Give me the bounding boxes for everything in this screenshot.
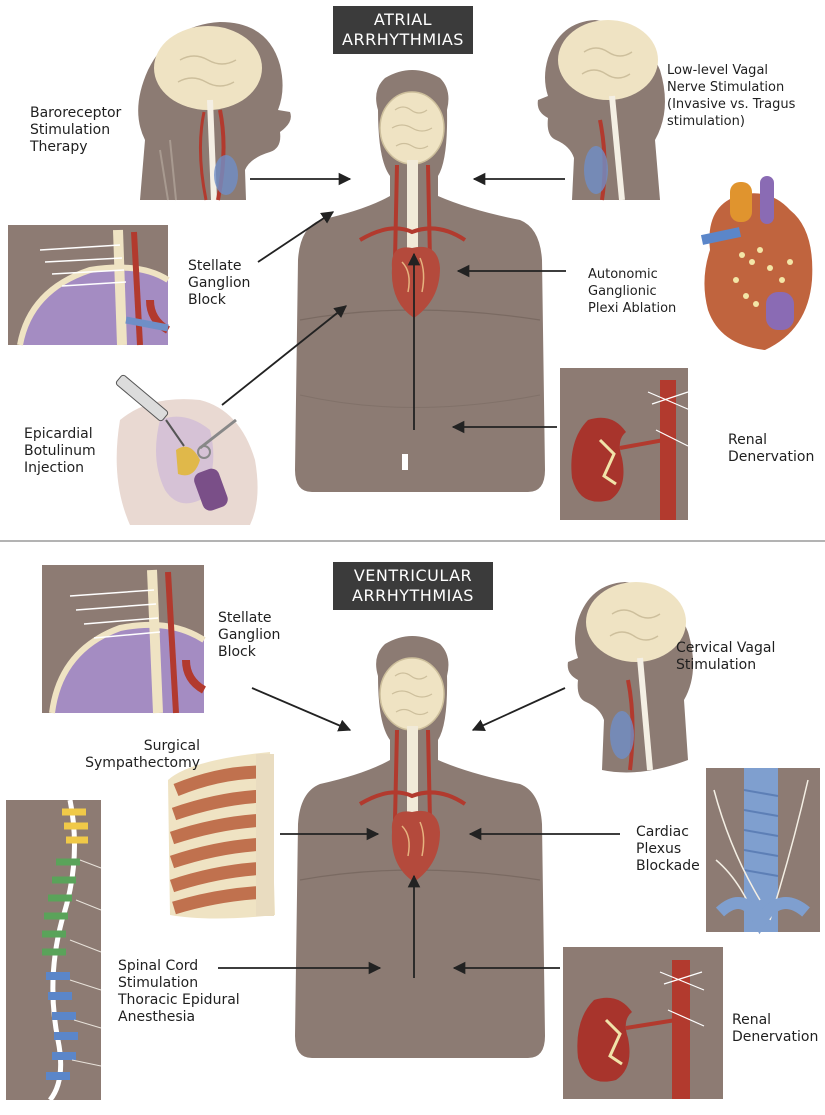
label-line: Plexi Ablation xyxy=(588,300,676,317)
label-line: Denervation xyxy=(732,1029,818,1046)
sympathectomy-ribs-illustration xyxy=(168,752,275,919)
label-line: Surgical xyxy=(120,738,200,755)
label-line: Stellate xyxy=(188,258,250,275)
label-line: Epicardial xyxy=(24,426,96,443)
label-line: Stellate xyxy=(218,610,280,627)
label-stellate-ventricular: Stellate Ganglion Block xyxy=(218,610,280,661)
label-line: Block xyxy=(218,644,280,661)
label-spinal: Spinal Cord Stimulation Thoracic Epidura… xyxy=(118,958,240,1026)
arrow-stellate-v xyxy=(252,688,350,730)
label-line: Cervical Vagal xyxy=(676,640,775,657)
baroreceptor-head-illustration xyxy=(138,22,291,200)
renal-panel-ventricular xyxy=(563,947,723,1099)
label-line: Baroreceptor xyxy=(30,105,121,122)
label-line: Renal xyxy=(728,432,814,449)
label-line: Ganglionic xyxy=(588,283,676,300)
label-line: (Invasive vs. Tragus xyxy=(667,96,795,113)
renal-panel-atrial xyxy=(560,368,690,520)
label-line: Ganglion xyxy=(218,627,280,644)
label-line: Ganglion xyxy=(188,275,250,292)
ganglionic-plexi-heart-illustration xyxy=(702,176,812,350)
cervical-vagal-head-illustration xyxy=(568,582,693,772)
label-sympathectomy: Surgical Sympathectomy xyxy=(120,738,200,772)
label-cardiac-plexus: Cardiac Plexus Blockade xyxy=(636,824,700,875)
cardiac-plexus-panel xyxy=(706,768,820,932)
label-line: Renal xyxy=(732,1012,818,1029)
label-line: Injection xyxy=(24,460,96,477)
label-line: Cardiac xyxy=(636,824,700,841)
label-baroreceptor: Baroreceptor Stimulation Therapy xyxy=(30,105,121,156)
label-vagal: Low-level Vagal Nerve Stimulation (Invas… xyxy=(667,62,795,130)
label-line: Sympathectomy xyxy=(80,755,200,772)
ventricular-title-line-2: ARRHYTHMIAS xyxy=(333,586,493,606)
label-line: Thoracic Epidural xyxy=(118,992,240,1009)
label-autonomic: Autonomic Ganglionic Plexi Ablation xyxy=(588,266,676,317)
label-line: Denervation xyxy=(728,449,814,466)
label-line: Plexus xyxy=(636,841,700,858)
label-line: Low-level Vagal xyxy=(667,62,795,79)
label-line: Autonomic xyxy=(588,266,676,283)
label-line: Botulinum xyxy=(24,443,96,460)
atrial-title: ATRIAL ARRHYTHMIAS xyxy=(333,6,473,54)
label-line: Stimulation xyxy=(118,975,240,992)
stellate-panel-atrial xyxy=(8,225,168,345)
stellate-panel-ventricular xyxy=(42,565,204,713)
atrial-title-line-2: ARRHYTHMIAS xyxy=(333,30,473,50)
label-renal-ventricular: Renal Denervation xyxy=(732,1012,818,1046)
ventricular-title: VENTRICULAR ARRHYTHMIAS xyxy=(333,562,493,610)
label-line: Blockade xyxy=(636,858,700,875)
label-line: Nerve Stimulation xyxy=(667,79,795,96)
atrial-title-line-1: ATRIAL xyxy=(333,10,473,30)
arrow-cervical xyxy=(473,688,565,730)
spinal-cord-illustration xyxy=(6,800,101,1100)
label-line: Therapy xyxy=(30,139,121,156)
label-line: Anesthesia xyxy=(118,1009,240,1026)
label-cervical: Cervical Vagal Stimulation xyxy=(676,640,775,674)
label-stellate-atrial: Stellate Ganglion Block xyxy=(188,258,250,309)
botulinum-injection-illustration xyxy=(115,374,257,525)
vagal-head-illustration xyxy=(538,20,665,200)
label-line: stimulation) xyxy=(667,113,795,130)
ventricular-title-line-1: VENTRICULAR xyxy=(333,566,493,586)
label-renal-atrial: Renal Denervation xyxy=(728,432,814,466)
label-line: Stimulation xyxy=(676,657,775,674)
atrial-torso-figure xyxy=(295,70,545,492)
label-line: Spinal Cord xyxy=(118,958,240,975)
label-line: Block xyxy=(188,292,250,309)
ventricular-torso-figure xyxy=(295,636,545,1058)
label-botulinum: Epicardial Botulinum Injection xyxy=(24,426,96,477)
label-line: Stimulation xyxy=(30,122,121,139)
